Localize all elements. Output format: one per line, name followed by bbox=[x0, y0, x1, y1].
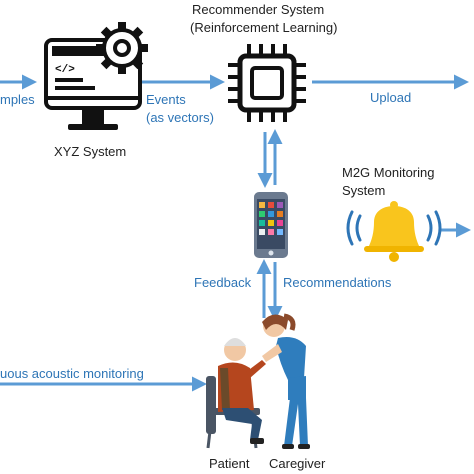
upload-label: Upload bbox=[370, 90, 412, 105]
feedback-label: Feedback bbox=[194, 275, 252, 290]
arrows bbox=[0, 74, 471, 392]
xyz-system-label: XYZ System bbox=[54, 144, 127, 159]
samples-label: mples bbox=[0, 92, 35, 107]
alarm-bell-icon bbox=[346, 201, 442, 262]
caregiver-label: Caregiver bbox=[269, 456, 326, 471]
computer-gear-icon: </> bbox=[44, 22, 148, 130]
recommender-subtitle: (Reinforcement Learning) bbox=[190, 20, 338, 35]
m2g-label-line1: M2G Monitoring bbox=[342, 165, 435, 180]
smartphone-icon bbox=[254, 192, 288, 258]
cpu-chip-icon bbox=[228, 44, 306, 122]
patient-label: Patient bbox=[209, 456, 250, 471]
m2g-label-line2: System bbox=[342, 183, 386, 198]
patient-caregiver-illustration bbox=[206, 313, 310, 449]
events-label-line2: (as vectors) bbox=[146, 110, 214, 125]
events-label-line1: Events bbox=[146, 92, 186, 107]
acoustic-monitoring-label: uous acoustic monitoring bbox=[0, 366, 144, 381]
recommendations-label: Recommendations bbox=[283, 275, 392, 290]
recommender-title: Recommender System bbox=[192, 2, 325, 17]
svg-text:</>: </> bbox=[55, 64, 75, 76]
